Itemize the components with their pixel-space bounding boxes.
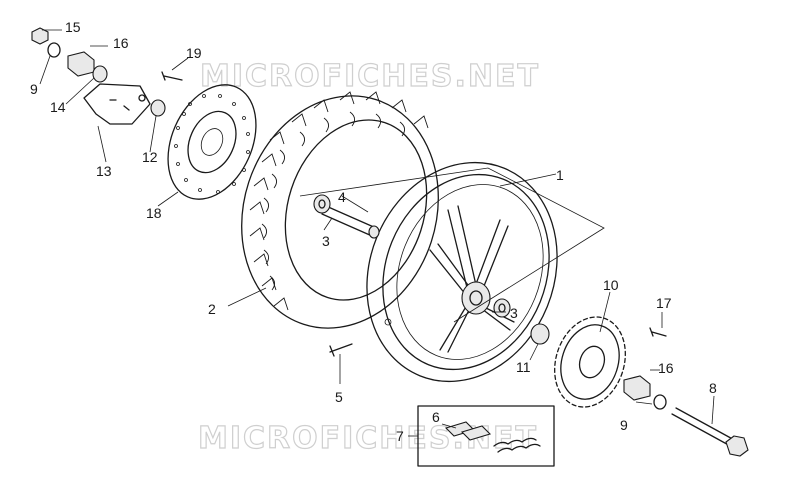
rim-bolt (329, 343, 353, 357)
label-16a: 16 (113, 35, 129, 51)
washer-bottom (653, 394, 667, 410)
label-11: 11 (516, 359, 531, 375)
bracket-hole (138, 94, 146, 102)
label-4: 4 (338, 189, 346, 205)
chain-adjuster-bottom (623, 375, 651, 401)
label-18: 18 (146, 205, 162, 221)
label-1: 1 (556, 167, 564, 183)
watermark-top: MICROFICHES.NET (200, 59, 540, 94)
bush-12 (150, 99, 166, 117)
label-9a: 9 (30, 81, 38, 97)
label-19: 19 (186, 45, 202, 61)
label-14: 14 (50, 99, 66, 115)
label-3b: 3 (510, 305, 518, 321)
leader-lines (39, 29, 715, 437)
label-9b: 9 (620, 417, 628, 433)
label-12: 12 (142, 149, 158, 165)
label-10: 10 (603, 277, 619, 293)
bush-14 (92, 65, 108, 83)
spacer-and-bearings (313, 194, 511, 318)
label-2: 2 (208, 301, 216, 317)
washer-top (47, 42, 61, 58)
brake-disc (167, 84, 257, 200)
label-8: 8 (709, 380, 717, 396)
label-3a: 3 (322, 233, 330, 249)
caliper-bracket (83, 83, 151, 125)
label-13: 13 (96, 163, 112, 179)
bush-11 (530, 323, 550, 345)
disc-screw (161, 71, 183, 81)
part-labels: 1 2 3 3 4 5 6 7 8 9 9 10 11 12 13 14 15 … (30, 19, 717, 444)
sprocket-screw (649, 327, 667, 337)
chain-adjuster-top (67, 51, 95, 77)
label-7: 7 (396, 428, 404, 444)
rear-axle (671, 407, 749, 457)
sprocket (554, 316, 626, 408)
label-5: 5 (335, 389, 343, 405)
wheel-rim (299, 161, 605, 383)
watermark-bottom: MICROFICHES.NET (198, 421, 538, 456)
label-15: 15 (65, 19, 81, 35)
tire (241, 91, 439, 329)
label-17: 17 (656, 295, 672, 311)
label-6: 6 (432, 409, 440, 425)
nut-top (31, 27, 49, 45)
label-16b: 16 (658, 360, 674, 376)
